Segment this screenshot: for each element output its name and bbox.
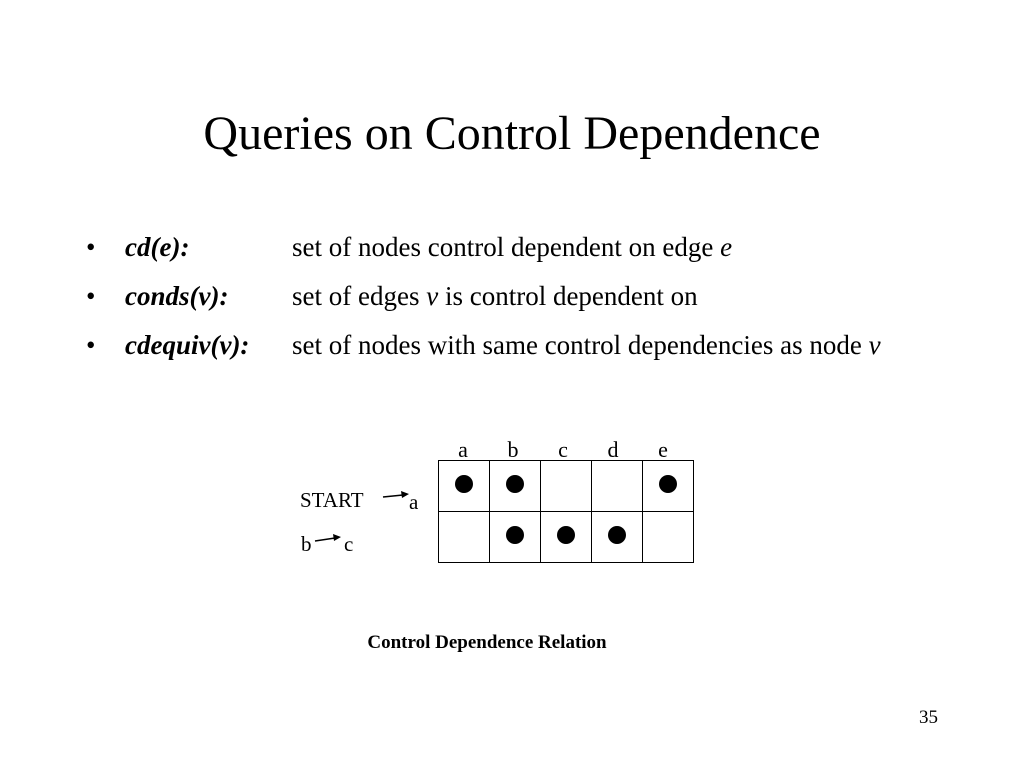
bullet-variable: v [426,281,439,311]
grid-row [438,511,694,563]
bullet-item-conds: • conds(v): set of edges v is control de… [86,277,986,316]
bullet-description: set of nodes with same control dependenc… [292,326,952,365]
bullet-variable: e [720,232,733,262]
dependence-dot-icon [608,525,626,544]
column-header-c: c [558,437,568,462]
row-label-from: START [300,488,364,512]
bullet-marker: • [86,232,96,262]
arrow-icon [314,534,341,542]
bullet-text: set of edges [292,281,427,311]
row-label-to: c [344,532,354,556]
grid-row [438,460,694,512]
bullet-item-cd: • cd(e): set of nodes control dependent … [86,228,986,267]
dependence-dot-icon [455,474,473,493]
grid-cell-START-a-a [438,460,490,512]
grid-cell-START-a-e [642,460,694,512]
row-label-from: b [301,532,312,556]
bullet-marker: • [86,281,96,311]
dependence-dot-icon [506,525,524,544]
slide-title: Queries on Control Dependence [203,107,821,160]
page-number: 35 [919,707,938,728]
grid-cell-b-c-a [438,511,490,563]
bullet-description: set of nodes control dependent on edge e [292,228,952,267]
bullet-term: cd(e): [125,232,190,262]
dependence-dot-icon [506,474,524,493]
column-header-b: b [507,437,519,462]
grid-cell-b-c-d [591,511,643,563]
grid-cell-b-c-b [489,511,541,563]
column-header-e: e [658,437,668,462]
control-dependence-grid [438,460,694,563]
bullet-list: • cd(e): set of nodes control dependent … [86,228,986,375]
bullet-term: cdequiv(v): [125,330,250,360]
bullet-text-after: is control dependent on [438,281,698,311]
bullet-text: set of nodes with same control dependenc… [292,330,869,360]
bullet-description: set of edges v is control dependent on [292,277,952,316]
bullet-term: conds(v): [125,281,229,311]
grid-cell-START-a-d [591,460,643,512]
arrow-icon [382,491,409,498]
grid-cell-b-c-e [642,511,694,563]
bullet-text: set of nodes control dependent on edge [292,232,721,262]
column-header-a: a [458,437,468,462]
bullet-item-cdequiv: • cdequiv(v): set of nodes with same con… [86,326,986,365]
bullet-marker: • [86,330,96,360]
bullet-variable: v [868,330,881,360]
grid-cell-START-a-b [489,460,541,512]
column-header-d: d [607,437,619,462]
figure-caption: Control Dependence Relation [367,632,607,653]
grid-cell-b-c-c [540,511,592,563]
dependence-dot-icon [557,525,575,544]
grid-cell-START-a-c [540,460,592,512]
dependence-dot-icon [659,474,677,493]
row-label-to: a [409,490,419,514]
